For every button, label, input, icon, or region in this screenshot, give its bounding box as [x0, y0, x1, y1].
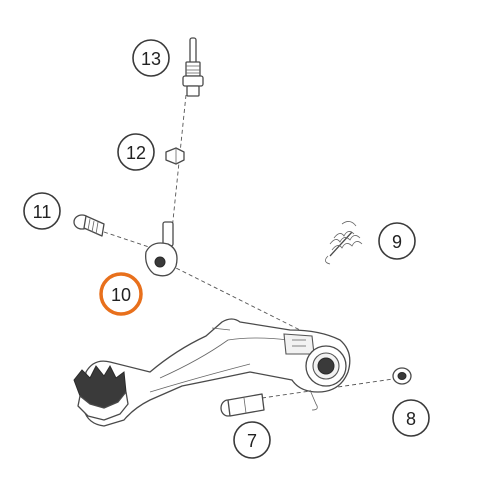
callout-11-label: 11: [33, 202, 52, 222]
part-9-spring: [325, 221, 363, 265]
callout-9: 9: [378, 222, 416, 260]
callout-12-label: 12: [126, 143, 146, 163]
part-brake-pedal-lever: [73, 318, 351, 427]
part-13-pushrod: [182, 37, 204, 97]
callout-7-label: 7: [247, 431, 257, 451]
callout-9-label: 9: [392, 232, 402, 252]
leader-lines: [103, 94, 401, 399]
callout-10: 10: [99, 272, 143, 316]
part-clevis-joint: [145, 221, 178, 277]
callout-12: 12: [117, 133, 155, 171]
callout-8-label: 8: [406, 409, 416, 429]
part-8-nut: [392, 367, 412, 385]
part-11-bolt: [73, 214, 105, 237]
callout-7: 7: [233, 421, 271, 459]
callout-13-label: 13: [141, 49, 161, 69]
callout-8: 8: [392, 399, 430, 437]
callout-10-label: 10: [111, 285, 131, 305]
callout-13: 13: [132, 39, 170, 77]
part-12-nut: [165, 147, 185, 165]
part-7-pin: [220, 393, 265, 417]
callout-11: 11: [23, 192, 61, 230]
